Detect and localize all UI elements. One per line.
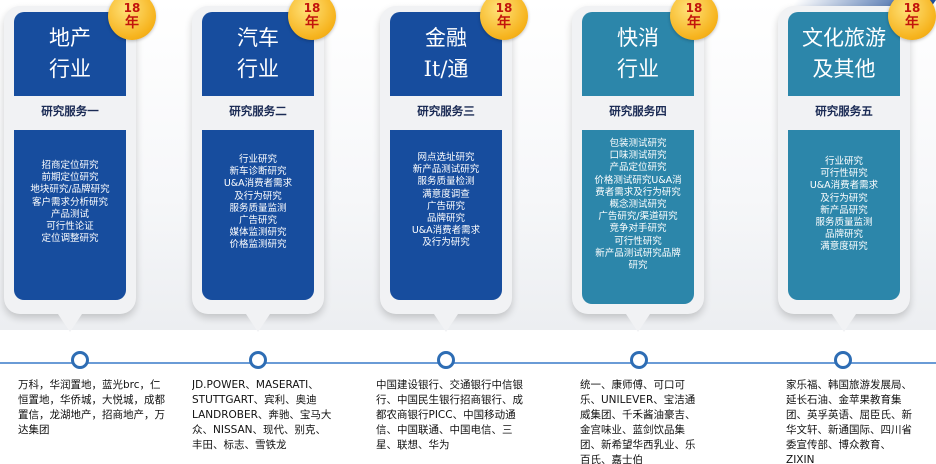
service-item: 行业研究 [238,154,277,165]
service-item: 研究 [628,260,648,272]
service-item: 服务质量检测 [417,176,475,188]
service-item: 包装测试研究 [609,138,667,149]
service-list: 网点选址研究 新产品测试研究 服务质量检测 满意度调查 广告研究 品牌研究 U&… [390,152,502,250]
service-item: 定位调整研究 [41,233,99,245]
card-header: 金融 It/通 [390,12,502,96]
card-finance: 金融 It/通 研究服务三 网点选址研究 新产品测试研究 服务质量检测 满意度调… [380,6,512,332]
card-subtitle: 研究服务四 [609,104,667,118]
service-item: 品牌研究 [426,213,465,225]
badge-number: 18 [685,1,703,15]
service-item: 满意度研究 [820,241,868,253]
service-item: 可行性研究 [614,235,662,247]
service-item: 媒体监测研究 [229,227,287,239]
timeline-dot [834,351,852,369]
card-title: 金融 It/通 [423,26,469,81]
card-body: 行业研究 新车诊断研究 U&A消费者需求 及行为研究 服务质量监测 广告研究 媒… [202,130,314,300]
badge-unit: 年 [305,15,319,31]
service-item: 新车诊断研究 [229,166,287,178]
service-list: 包装测试研究 口味测试研究 产品定位研究 价格测试研究U&A消 费者需求及行为研… [582,138,694,272]
card-subtitle: 研究服务三 [417,104,475,118]
card-automotive: 汽车 行业 研究服务二 行业研究 新车诊断研究 U&A消费者需求 及行为研究 服… [192,6,324,332]
timeline-dot [630,351,648,369]
service-item: 及行为研究 [820,192,868,204]
card-body: 招商定位研究 前期定位研究 地块研究/品牌研究 客户需求分析研究 产品测试 可行… [14,130,126,300]
service-item: 广告研究/渠道研究 [598,211,678,223]
service-item: 广告研究 [238,215,277,227]
badge-number: 18 [123,1,141,15]
service-list: 招商定位研究 前期定位研究 地块研究/品牌研究 客户需求分析研究 产品测试 可行… [14,160,126,245]
service-item: 及行为研究 [234,190,282,202]
card-body: 包装测试研究 口味测试研究 产品定位研究 价格测试研究U&A消 费者需求及行为研… [582,130,694,304]
service-item: 行业研究 [824,156,863,167]
service-item: 品牌研究 [824,229,863,241]
card-title: 地产 行业 [49,26,91,81]
card-fmcg: 快消 行业 研究服务四 包装测试研究 口味测试研究 产品定位研究 价格测试研究U… [572,6,704,332]
card-body: 网点选址研究 新产品测试研究 服务质量检测 满意度调查 广告研究 品牌研究 U&… [390,130,502,300]
service-item: 服务质量监测 [229,202,287,214]
service-list: 行业研究 新车诊断研究 U&A消费者需求 及行为研究 服务质量监测 广告研究 媒… [202,154,314,252]
card-title: 快消 行业 [617,26,659,81]
clients-automotive: JD.POWER、MASERATI、STUTTGART、宾利、奥迪LANDROB… [192,379,332,451]
card-real-estate: 地产 行业 研究服务一 招商定位研究 前期定位研究 地块研究/品牌研究 客户需求… [4,6,136,332]
timeline-dot [71,351,89,369]
timeline-line [0,362,936,364]
clients-finance: 中国建设银行、交通银行中信银行、中国民生银行招商银行、成都农商银行PICC、中国… [376,379,523,451]
badge-unit: 年 [687,15,701,31]
timeline-dot [437,351,455,369]
service-item: 招商定位研究 [41,160,99,171]
service-item: 广告研究 [426,200,465,212]
service-item: 口味测试研究 [609,150,667,162]
service-item: 及行为研究 [422,237,470,249]
card-header: 文化旅游 及其他 [788,12,900,96]
service-item: U&A消费者需求 [809,180,879,192]
clients-real-estate: 万科，华润置地，蓝光brc，仁恒置地，华侨城，大悦城，成都置信，龙湖地产，招商地… [18,379,165,436]
service-item: 客户需求分析研究 [31,196,108,208]
service-item: 价格监测研究 [229,239,287,251]
clients-fmcg: 统一、康师傅、可口可乐、UNILEVER、宝洁通威集团、千禾酱油豪吉、金宫味业、… [580,379,696,464]
card-title: 文化旅游 及其他 [802,26,886,81]
service-item: 新产品测试研究 [412,164,480,176]
service-item: 服务质量监测 [815,217,873,229]
service-item: 地块研究/品牌研究 [30,184,110,196]
card-header: 地产 行业 [14,12,126,96]
service-item: 满意度调查 [422,188,470,200]
service-item: 新产品研究 [820,204,868,216]
service-item: 新产品测试研究品牌 [595,247,681,259]
card-body: 行业研究 可行性研究 U&A消费者需求 及行为研究 新产品研究 服务质量监测 品… [788,130,900,300]
service-item: U&A消费者需求 [411,225,481,237]
card-title: 汽车 行业 [237,26,279,81]
service-item: 概念测试研究 [609,199,667,211]
badge-unit: 年 [497,15,511,31]
timeline-dot [249,351,267,369]
badge-unit: 年 [905,15,919,31]
service-item: 费者需求及行为研究 [595,186,681,198]
service-list: 行业研究 可行性研究 U&A消费者需求 及行为研究 新产品研究 服务质量监测 品… [788,156,900,254]
card-subtitle: 研究服务二 [229,104,287,118]
service-item: 可行性研究 [820,168,868,180]
badge-number: 18 [903,1,921,15]
service-item: U&A消费者需求 [223,178,293,190]
badge-number: 18 [495,1,513,15]
service-item: 前期定位研究 [41,172,99,184]
service-item: 竞争对手研究 [609,223,667,235]
badge-unit: 年 [125,15,139,31]
badge-number: 18 [303,1,321,15]
clients-culture-tourism: 家乐福、韩国旅游发展局、延长石油、金苹果教育集团、英孚英语、屈臣氏、新华文轩、新… [786,379,912,464]
service-item: 价格测试研究U&A消 [594,174,682,186]
card-subtitle: 研究服务一 [41,104,99,118]
service-item: 产品测试 [50,208,89,220]
service-item: 网点选址研究 [417,152,475,163]
card-culture-tourism: 文化旅游 及其他 研究服务五 行业研究 可行性研究 U&A消费者需求 及行为研究… [778,6,910,332]
service-item: 产品定位研究 [609,162,667,174]
service-item: 可行性论证 [46,221,94,233]
card-subtitle: 研究服务五 [815,104,873,118]
